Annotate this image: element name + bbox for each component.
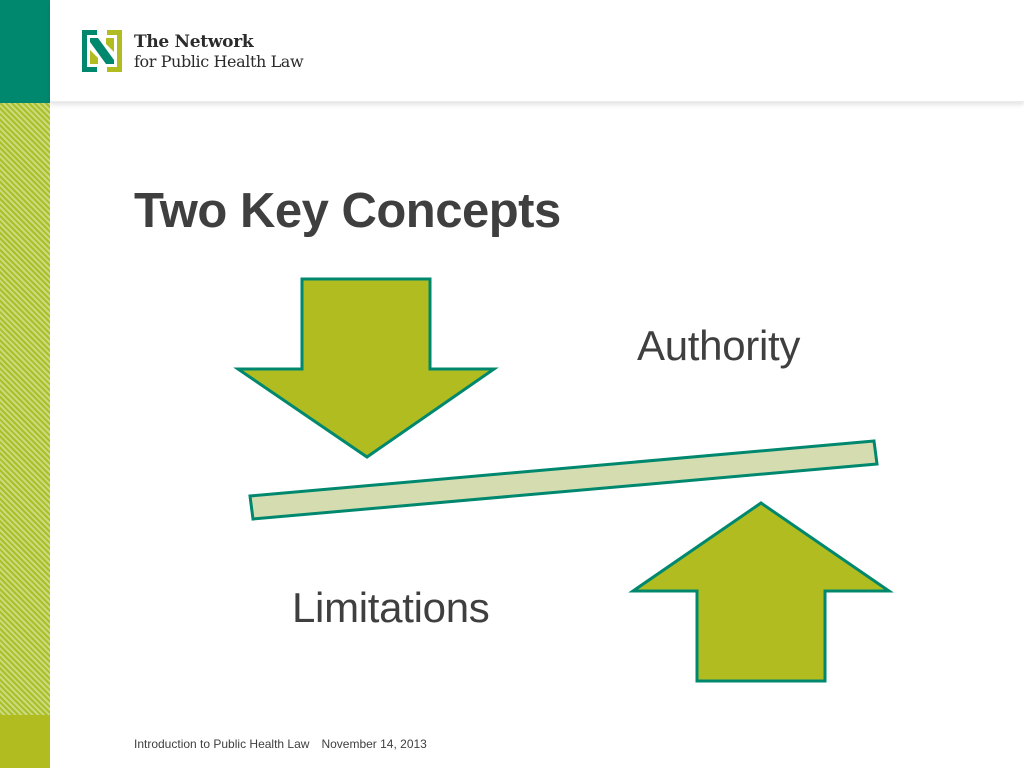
left-band-top: [0, 0, 50, 103]
network-logo-icon: [82, 30, 122, 72]
footer-presentation-title: Introduction to Public Health Law: [134, 737, 310, 751]
footer-date: November 14, 2013: [321, 737, 427, 751]
brand-name: The Network for Public Health Law: [134, 32, 304, 72]
up-arrow-shape: [628, 501, 894, 683]
slide-title: Two Key Concepts: [134, 184, 561, 238]
left-band-stripes: [0, 103, 50, 715]
brand-name-line1: The Network: [134, 32, 254, 52]
concept-label-authority: Authority: [637, 322, 801, 369]
down-arrow-shape: [233, 277, 499, 459]
concept-label-limitations: Limitations: [292, 584, 490, 631]
brand-name-line2: for Public Health Law: [134, 52, 304, 71]
header-bar: [50, 0, 1024, 102]
left-band-bottom: [0, 715, 50, 768]
lever-beam-shape: [248, 439, 879, 521]
slide-footer: Introduction to Public Health Law Novembe…: [134, 737, 427, 751]
